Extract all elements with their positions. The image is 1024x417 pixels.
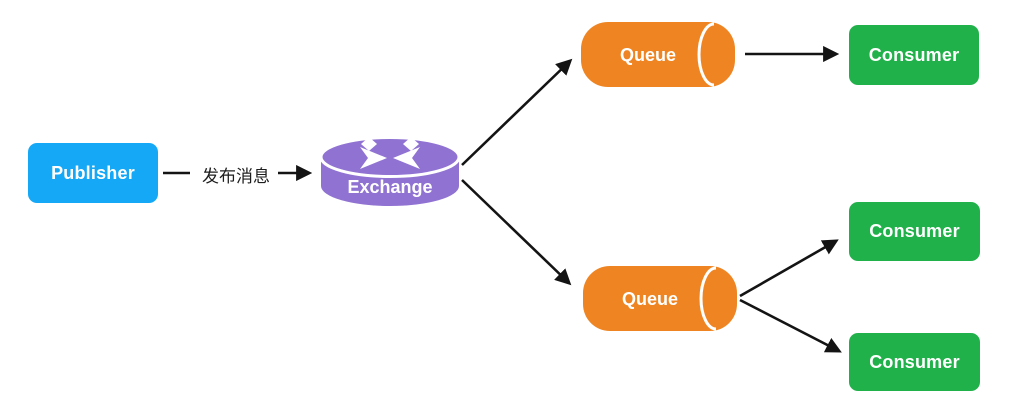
exchange-label: Exchange — [347, 177, 432, 197]
consumer-label: Consumer — [869, 351, 960, 372]
consumer-middle-node: Consumer — [849, 202, 980, 261]
consumer-bottom-node: Consumer — [849, 333, 980, 391]
consumer-label: Consumer — [869, 221, 960, 241]
publisher-node: Publisher — [28, 143, 158, 203]
consumer-top-node: Consumer — [849, 25, 979, 85]
queue-cylinder-body — [581, 22, 735, 87]
publisher-label: Publisher — [51, 162, 135, 183]
queue-top-node: Queue — [581, 22, 735, 87]
queue-label: Queue — [622, 289, 678, 309]
queue-cylinder-cap — [699, 266, 717, 331]
edge-queue-bottom-to-consumer-middle — [739, 239, 839, 298]
router-arrows-icon — [360, 137, 420, 169]
publish-message-label: 发布消息 — [202, 167, 270, 186]
edge-queue-bottom-to-consumer-bottom — [739, 298, 842, 353]
queue-bottom-node: Queue — [583, 266, 737, 331]
edge-exchange-to-queue-bottom — [461, 179, 572, 286]
consumer-label: Consumer — [868, 44, 960, 65]
queue-label: Queue — [620, 45, 676, 65]
queue-cylinder-cap — [697, 22, 715, 87]
edge-exchange-to-queue-top — [461, 58, 573, 166]
exchange-node: Exchange — [319, 136, 461, 206]
queue-cylinder-body — [583, 266, 737, 331]
exchange-cylinder-top — [319, 136, 461, 178]
